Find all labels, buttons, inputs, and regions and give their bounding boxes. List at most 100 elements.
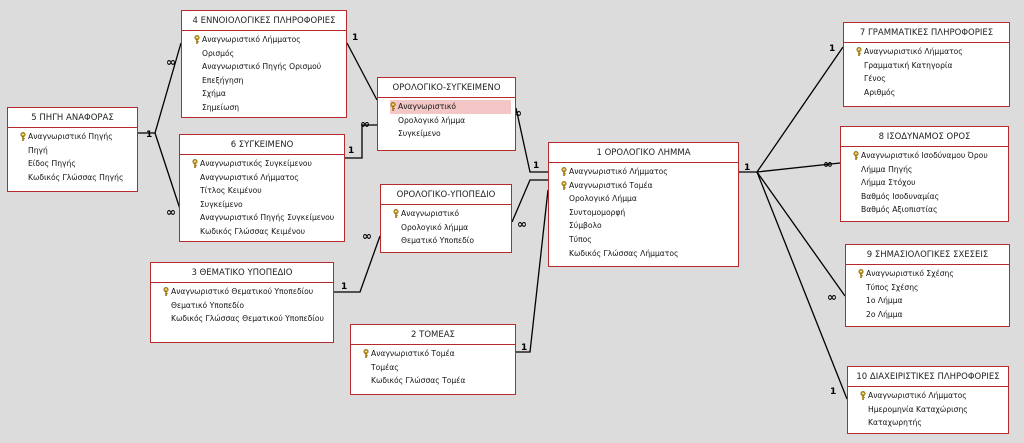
field-label: Ορολογικό λήμμα [398,115,466,125]
table-field[interactable]: Τίτλος Κειμένου [192,184,340,198]
table-field[interactable]: Κωδικός Γλώσσας Θεματικού Υποπεδίου [163,312,329,326]
table-field[interactable]: Αναγνωριστικός Συγκείμενου [192,157,340,171]
relationship-line [756,171,848,400]
table-field[interactable]: Αναγνωριστικό Ισοδύναμου Όρου [853,149,1004,163]
table-title: ΟΡΟΛΟΓΙΚΟ-ΣΥΓΚΕΙΜΕΝΟ [378,78,515,98]
field-label: Αναγνωριστικό Λήμματος [864,47,963,56]
table-field[interactable]: Θεματικό Υποπεδίο [163,299,329,313]
table-field[interactable]: Αναγνωριστικό Λήμματος [194,33,342,47]
table-field[interactable]: 2ο Λήμμα [858,308,1005,322]
table-field[interactable]: Αναγνωριστικό Λήμματος [860,389,1004,403]
field-label: Αριθμός [864,87,896,97]
field-label: Αναγνωριστικό Λήμματος [202,35,301,44]
field-label: Αναγνωριστικό Σχέσης [866,269,954,278]
table-3-thematic-subfield[interactable]: 3 ΘΕΜΑΤΙΚΟ ΥΠΟΠΕΔΙΟ Αναγνωριστικό Θεματι… [150,262,334,343]
table-field[interactable]: Κωδικός Γλώσσας Τομέα [363,374,511,388]
table-field[interactable]: Αναγνωριστικό Πηγής [20,130,133,144]
field-label: Αναγνωριστικό [398,102,457,111]
table-field[interactable]: Βαθμός Ισοδυναμίας [853,190,1004,204]
table-field[interactable]: Αναγνωριστικό Λήμματος [192,171,340,185]
table-title: ΟΡΟΛΟΓΙΚΟ-ΥΠΟΠΕΔΙΟ [381,185,511,205]
field-label: Γένος [864,74,886,84]
table-field[interactable]: Αναγνωριστικό Τομέα [561,179,734,193]
table-field[interactable]: 1ο Λήμμα [858,294,1005,308]
table-field[interactable]: Αναγνωριστικό Πηγής Συγκείμενου [192,211,340,225]
table-field[interactable]: Ορολογικό Λήμμα [561,192,734,206]
table-field[interactable]: Πηγή [20,144,133,158]
table-field[interactable]: Αναγνωριστικό Σχέσης [858,267,1005,281]
table-field[interactable]: Αναγνωριστικό Θεματικού Υποπεδίου [163,285,329,299]
table-field[interactable]: Τύπος Σχέσης [858,281,1005,295]
table-field[interactable]: Θεματικό Υποπεδίο [393,234,507,248]
table-field[interactable]: Τύπος [561,233,734,247]
table-field[interactable]: Ορολογικό λήμμα [390,114,511,128]
table-field[interactable]: Ορισμός [194,47,342,61]
cardinality-one-label: 1 [829,44,835,54]
field-label: Σύμβολο [569,221,602,231]
table-10-administrative-info[interactable]: 10 ΔΙΑΧΕΙΡΙΣΤΙΚΕΣ ΠΛΗΡΟΦΟΡΙΕΣ Αναγνωριστ… [847,366,1009,434]
field-label: Σημείωση [202,102,240,112]
table-9-semantic-relations[interactable]: 9 ΣΗΜΑΣΙΟΛΟΓΙΚΕΣ ΣΧΕΣΕΙΣ Αναγνωριστικό Σ… [845,244,1010,327]
cardinality-many-label: ∞ [517,217,527,231]
table-field[interactable]: Αναγνωριστικό Τομέα [363,347,511,361]
primary-key-icon [561,180,567,190]
table-field[interactable]: Επεξήγηση [194,74,342,88]
table-field[interactable]: Ορολογικό λήμμα [393,221,507,235]
table-field[interactable]: Συγκείμενο [390,127,511,141]
table-field[interactable]: Αριθμός [856,86,1005,100]
table-field[interactable]: Κωδικός Γλώσσας Κειμένου [192,225,340,239]
table-8-equivalent-term[interactable]: 8 ΙΣΟΔΥΝΑΜΟΣ ΟΡΟΣ Αναγνωριστικό Ισοδύναμ… [840,126,1009,222]
table-field[interactable]: Γένος [856,72,1005,86]
field-label: Βαθμός Αξιοπιστίας [861,205,938,215]
table-field[interactable]: Βαθμός Αξιοπιστίας [853,203,1004,217]
field-label: Αναγνωριστικός Συγκείμενου [200,159,312,168]
table-field[interactable]: Σύμβολο [561,219,734,233]
primary-key-icon [856,47,862,56]
cardinality-many-label: ∞ [362,229,372,243]
field-label: Αναγνωριστικό Λήμματος [200,172,299,182]
field-label: Τίτλος Κειμένου [200,186,262,196]
table-field[interactable]: Κωδικός Γλώσσας Λήμματος [561,247,734,261]
table-field[interactable]: Ημερομηνία Καταχώρισης [860,403,1004,417]
cardinality-one-label: 1 [830,387,836,397]
table-field[interactable]: Αναγνωριστικό Λήμματος [561,165,734,179]
cardinality-one-label: 1 [744,163,750,173]
table-field[interactable]: Καταχωρητής [860,416,1004,430]
field-label: Ορολογικό λήμμα [401,222,469,232]
relationship-line [346,42,378,101]
table-field[interactable]: Συγκείμενο [192,198,340,212]
table-field[interactable]: Τομέας [363,361,511,375]
table-title: 6 ΣΥΓΚΕΙΜΕΝΟ [180,135,344,155]
field-label: Λήμμα Πηγής [861,164,913,174]
table-field[interactable]: Αναγνωριστικό [393,207,507,221]
table-field[interactable]: Γραμματική Κατηγορία [856,59,1005,73]
table-field[interactable]: Σημείωση [194,101,342,115]
table-1-term-entry[interactable]: 1 ΟΡΟΛΟΓΙΚΟ ΛΗΜΜΑ Αναγνωριστικό Λήμματος… [548,142,739,267]
field-label: Συγκείμενο [200,199,243,209]
table-field[interactable]: Κωδικός Γλώσσας Πηγής [20,171,133,185]
table-field[interactable]: Είδος Πηγής [20,157,133,171]
field-label: Βαθμός Ισοδυναμίας [861,191,940,201]
field-label: Αναγνωριστικό [401,209,460,218]
relationship-line [515,107,548,173]
field-label: Αναγνωριστικό Θεματικού Υποπεδίου [171,287,314,296]
table-field[interactable]: Λήμμα Στόχου [853,176,1004,190]
table-field[interactable]: Συντομομορφή [561,206,734,220]
table-field[interactable]: Αναγνωριστικό Λήμματος [856,45,1005,59]
field-label: 2ο Λήμμα [866,309,903,319]
cardinality-one-label: 1 [341,282,347,292]
table-field[interactable]: Αναγνωριστικό [390,100,511,114]
table-field[interactable]: Αναγνωριστικό Πηγής Ορισμού [194,60,342,74]
table-4-conceptual-info[interactable]: 4 ΕΝΝΟΙΟΛΟΓΙΚΕΣ ΠΛΗΡΟΦΟΡΙΕΣ Αναγνωριστικ… [181,10,347,118]
relationship-line [516,189,549,353]
table-field[interactable]: Λήμμα Πηγής [853,163,1004,177]
table-7-grammatical-info[interactable]: 7 ΓΡΑΜΜΑΤΙΚΕΣ ΠΛΗΡΟΦΟΡΙΕΣ Αναγνωριστικό … [843,22,1010,107]
field-label: Επεξήγηση [202,75,244,85]
field-label: Τύπος Σχέσης [866,282,919,292]
table-field[interactable]: Σχήμα [194,87,342,101]
